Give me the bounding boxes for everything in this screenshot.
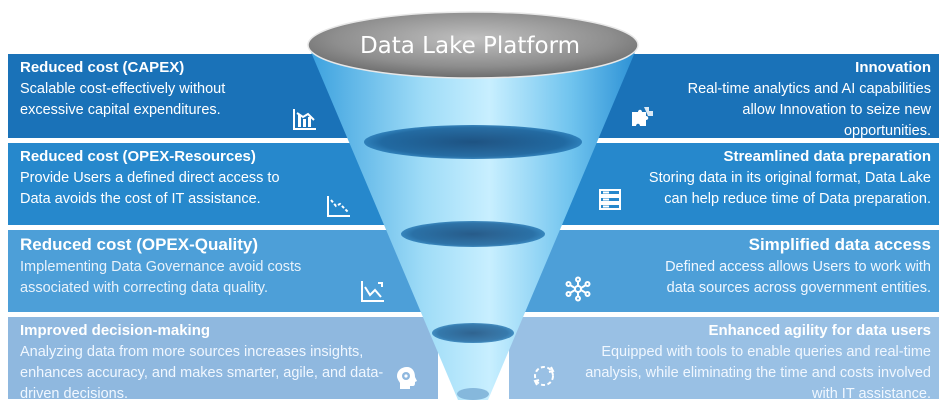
benefit-title: Simplified data access bbox=[748, 235, 931, 254]
benefit-title: Reduced cost (CAPEX) bbox=[20, 59, 185, 76]
downtrend-chart-icon bbox=[326, 193, 352, 219]
head-gear-icon bbox=[394, 365, 420, 391]
line-chart-icon bbox=[360, 278, 386, 304]
benefit-description: Real-time analytics and AI capabilities … bbox=[687, 81, 931, 139]
benefit-decision-making: Improved decision-making Analyzing data … bbox=[8, 317, 438, 402]
benefit-title: Enhanced agility for data users bbox=[708, 322, 931, 339]
benefit-agility: Enhanced agility for data users Equipped… bbox=[509, 317, 939, 402]
funnel-ring bbox=[432, 323, 514, 343]
benefit-data-preparation: Streamlined data preparation Storing dat… bbox=[509, 143, 939, 225]
benefit-description: Implementing Data Governance avoid costs… bbox=[20, 259, 302, 296]
benefit-data-access: Simplified data access Defined access al… bbox=[509, 230, 939, 312]
cycle-icon bbox=[531, 363, 557, 389]
benefit-title: Reduced cost (OPEX-Quality) bbox=[20, 235, 259, 254]
network-icon bbox=[565, 276, 591, 302]
benefit-description: Analyzing data from more sources increas… bbox=[20, 344, 384, 402]
benefit-title: Streamlined data preparation bbox=[723, 148, 931, 165]
benefit-description: Equipped with tools to enable queries an… bbox=[585, 344, 931, 402]
platform-title: Data Lake Platform bbox=[359, 33, 581, 59]
bar-chart-icon bbox=[292, 106, 318, 132]
benefit-description: Storing data in its original format, Dat… bbox=[648, 170, 931, 207]
funnel-ring bbox=[457, 388, 489, 400]
puzzle-icon bbox=[629, 104, 655, 130]
benefit-opex-resources: Reduced cost (OPEX-Resources) Provide Us… bbox=[8, 143, 438, 225]
benefit-innovation: Innovation Real-time analytics and AI ca… bbox=[509, 54, 939, 139]
benefit-description: Provide Users a defined direct access to… bbox=[20, 170, 280, 207]
server-icon bbox=[597, 187, 623, 213]
benefit-title: Reduced cost (OPEX-Resources) bbox=[20, 148, 256, 165]
benefit-description: Scalable cost-effectively without excess… bbox=[20, 81, 226, 118]
benefit-capex: Reduced cost (CAPEX) Scalable cost-effec… bbox=[8, 54, 438, 138]
benefit-description: Defined access allows Users to work with… bbox=[665, 259, 931, 296]
benefit-title: Innovation bbox=[855, 59, 931, 76]
benefit-opex-quality: Reduced cost (OPEX-Quality) Implementing… bbox=[8, 230, 438, 312]
benefit-title: Improved decision-making bbox=[20, 322, 211, 339]
